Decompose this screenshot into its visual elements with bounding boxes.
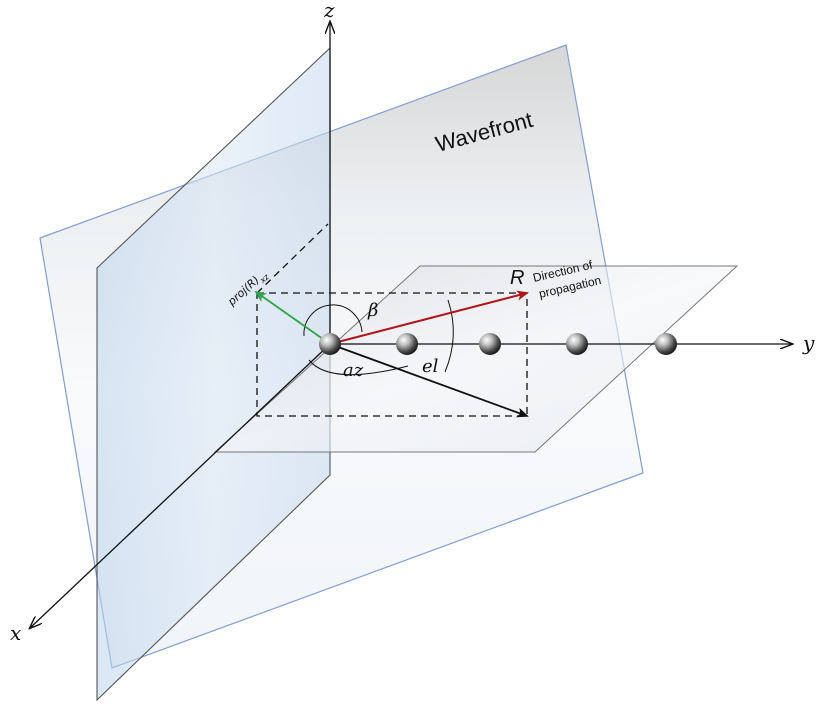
azimuth-arc bbox=[308, 359, 409, 376]
beta-label: β bbox=[367, 300, 378, 321]
y-axis-label: y bbox=[802, 331, 815, 355]
r-vector-label: R bbox=[510, 267, 524, 289]
beta-arc bbox=[303, 304, 363, 337]
azimuth-label: az bbox=[343, 360, 364, 381]
projection-vector bbox=[254, 290, 331, 345]
array-element bbox=[479, 333, 501, 355]
projection-dashed-diagonal bbox=[256, 223, 329, 294]
array-element bbox=[566, 333, 588, 355]
ground-projection-vector bbox=[329, 343, 529, 418]
elevation-label: el bbox=[422, 356, 439, 377]
r-direction-vector bbox=[329, 290, 529, 345]
vertical-xz-plane bbox=[96, 46, 331, 702]
array-elements bbox=[319, 333, 677, 355]
elevation-arc bbox=[444, 299, 454, 373]
projection-dashed-box bbox=[256, 292, 528, 417]
x-axis-label: x bbox=[10, 621, 21, 645]
array-element bbox=[655, 333, 677, 355]
array-element-origin bbox=[319, 333, 341, 355]
x-axis bbox=[30, 343, 331, 628]
array-element bbox=[396, 333, 418, 355]
z-axis-label: z bbox=[323, 0, 335, 22]
horizontal-xy-plane bbox=[213, 265, 739, 453]
